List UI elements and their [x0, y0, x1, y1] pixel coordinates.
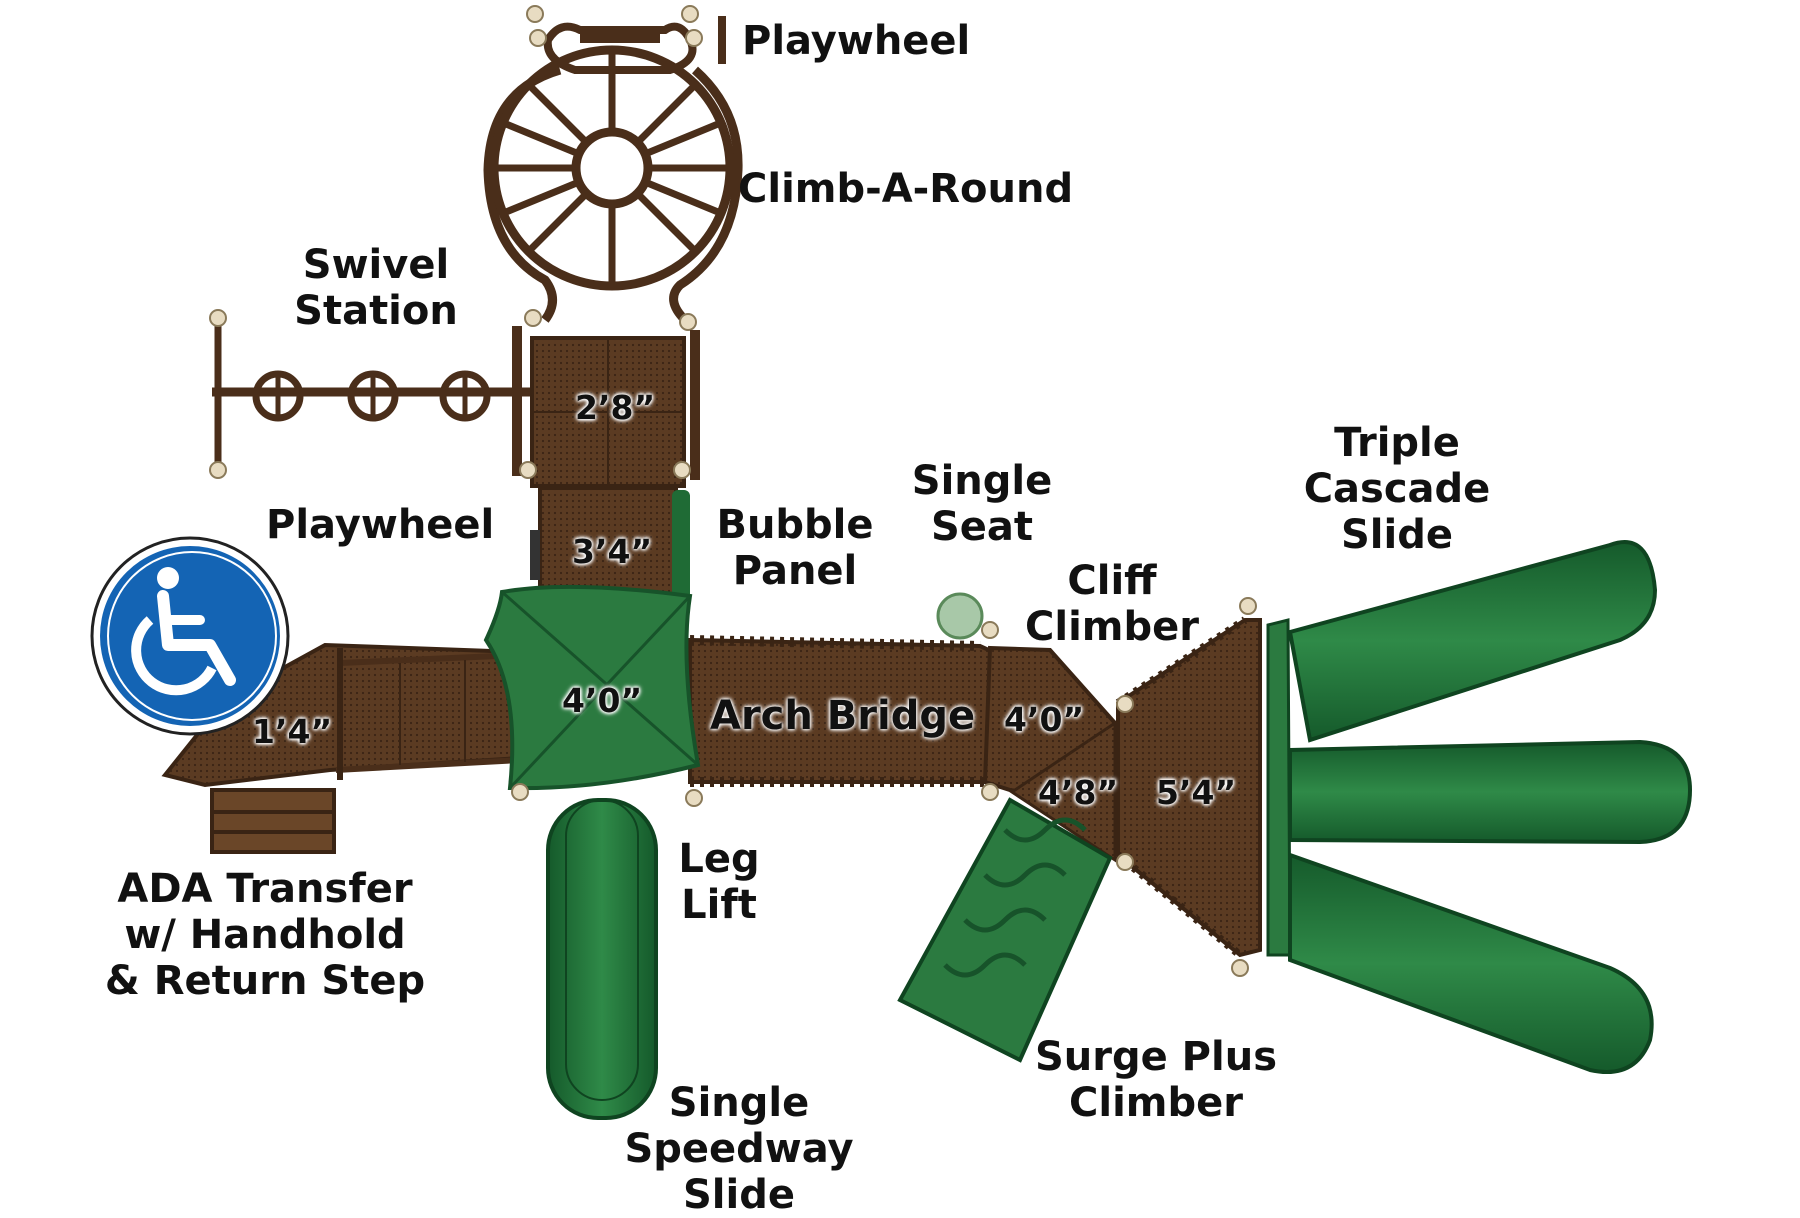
label-playwheel-top: Playwheel [742, 18, 971, 64]
deck-height-lower-right: 4’8” [1038, 773, 1119, 812]
deck-height-transfer: 1’4” [252, 712, 333, 751]
wheelchair-icon [90, 536, 290, 736]
deck-height-upper: 2’8” [575, 388, 656, 427]
right-decks [981, 597, 1262, 977]
label-climb-a-round: Climb-A-Round [738, 166, 1074, 212]
label-arch-bridge: Arch Bridge [710, 693, 976, 739]
deck-height-bridge-end: 4’0” [1004, 700, 1085, 739]
deck-height-main: 4’0” [562, 681, 643, 720]
main-deck-roof [483, 584, 703, 807]
single-speedway-slide [546, 798, 658, 1120]
triple-cascade-slide [1266, 540, 1693, 1074]
climb-a-round-structure [483, 45, 743, 331]
surge-plus-climber [897, 797, 1113, 1063]
label-playwheel-left: Playwheel [266, 502, 495, 548]
swivel-station-structure [209, 309, 530, 479]
deck-height-mid: 3’4” [572, 532, 653, 571]
deck-height-far-right: 5’4” [1156, 773, 1237, 812]
single-seat-structure [936, 592, 984, 640]
